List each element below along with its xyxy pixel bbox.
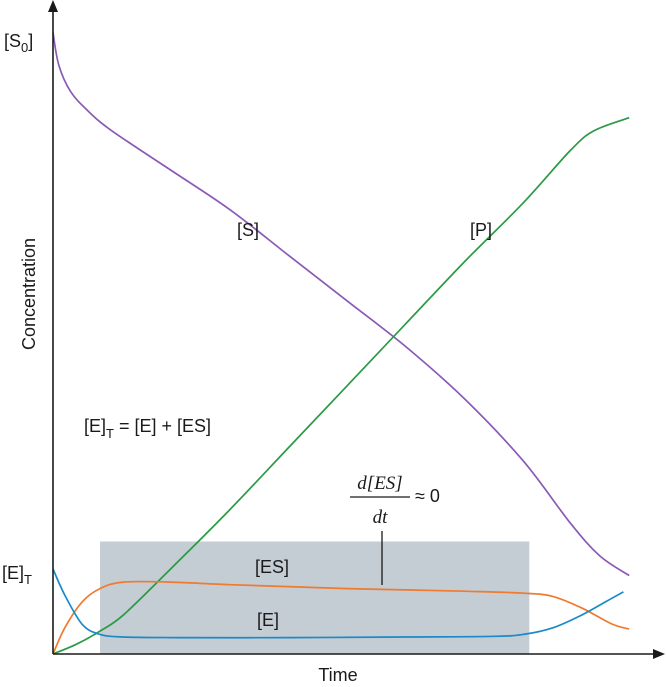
series-line-s bbox=[52, 32, 630, 577]
y-axis-arrow bbox=[48, 0, 58, 12]
series-label-es: [ES] bbox=[255, 557, 289, 577]
x-axis-label: Time bbox=[318, 665, 357, 685]
y-tick-s0: [S0] bbox=[4, 31, 33, 55]
series-line-es bbox=[52, 580, 630, 655]
series-line-e bbox=[52, 568, 624, 639]
series-layer bbox=[52, 32, 630, 655]
steady-state-region bbox=[100, 541, 530, 654]
steady-state-denominator: dt bbox=[373, 507, 389, 528]
series-label-e: [E] bbox=[257, 610, 279, 630]
series-line-p bbox=[52, 116, 630, 655]
y-tick-e-total: [E]T bbox=[2, 563, 32, 587]
steady-state-numerator: d[ES] bbox=[357, 473, 402, 494]
series-label-s: [S] bbox=[237, 220, 259, 240]
approx-zero: ≈ 0 bbox=[415, 486, 440, 506]
x-axis-arrow bbox=[653, 649, 665, 659]
y-axis-label: Concentration bbox=[19, 238, 39, 350]
enzyme-conservation-annotation: [E]T = [E] + [ES] bbox=[84, 416, 211, 441]
steady-state-annotation: d[ES] dt ≈ 0 bbox=[350, 473, 440, 585]
series-label-p: [P] bbox=[470, 220, 492, 240]
